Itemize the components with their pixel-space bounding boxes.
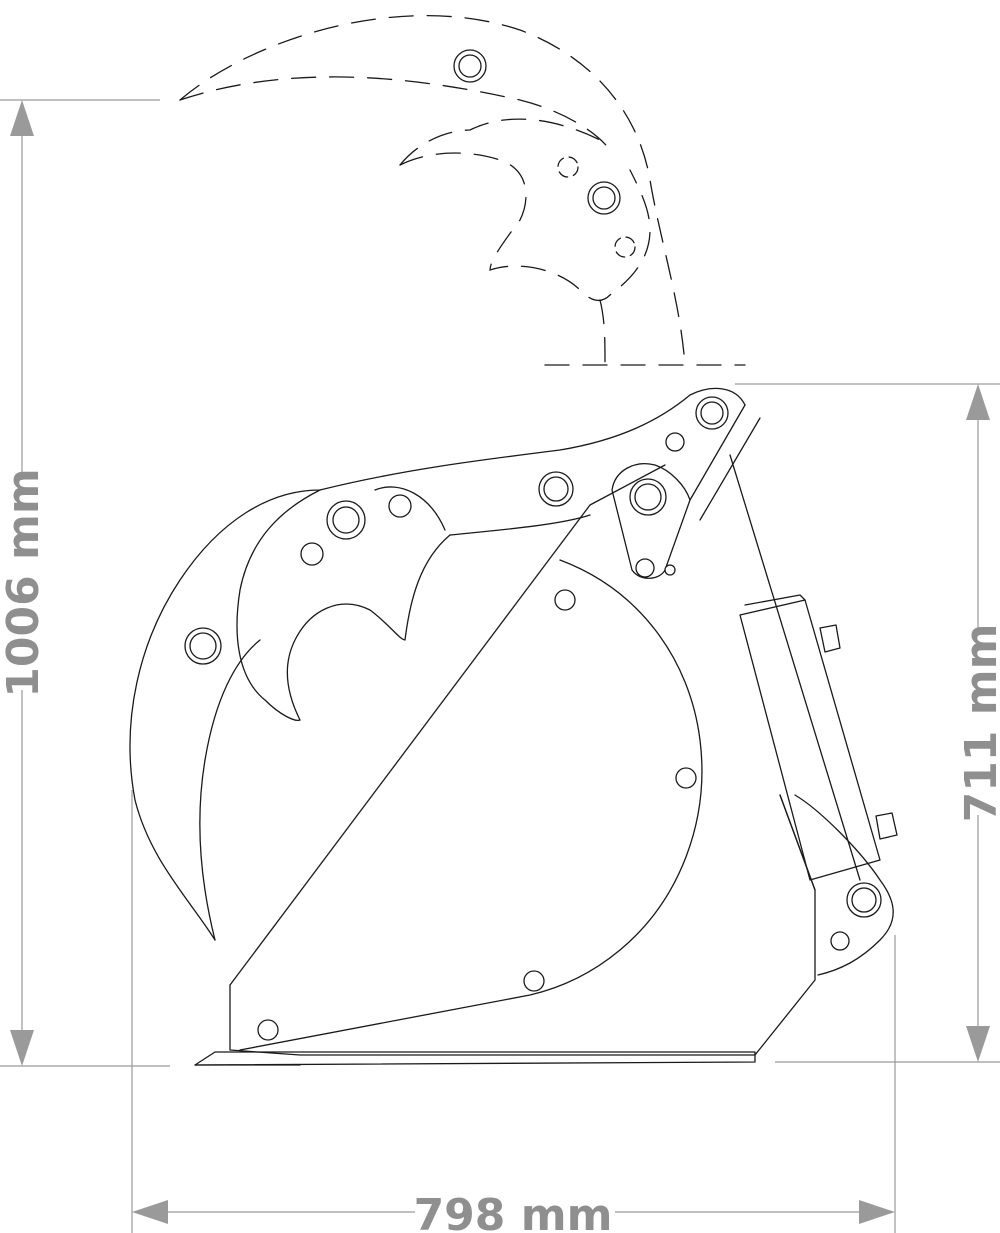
grapple-arm-closed bbox=[129, 387, 746, 941]
side-plate-bolt bbox=[257, 1019, 279, 1041]
lever-lower-pin bbox=[635, 558, 655, 578]
depth-label: 798 mm bbox=[414, 1190, 613, 1233]
cylinder-base-small-pin bbox=[830, 931, 850, 951]
bucket-body bbox=[194, 464, 894, 1066]
side-plate-bolt bbox=[523, 970, 545, 992]
side-plate-bolt bbox=[675, 767, 697, 789]
total-height-label: 1006 mm bbox=[0, 468, 49, 697]
dimension-depth: 798 mm bbox=[131, 790, 896, 1233]
pins bbox=[184, 396, 882, 951]
grapple-hole bbox=[388, 494, 412, 518]
hydraulic-cylinder bbox=[739, 599, 881, 881]
side-plate-bolt bbox=[554, 589, 576, 611]
bucket-height-label: 711 mm bbox=[956, 624, 1000, 823]
grapple-hole bbox=[300, 542, 324, 566]
linkage-pin-small bbox=[665, 432, 685, 452]
hydraulic-linkage bbox=[611, 404, 898, 881]
grapple-open-position-dashed bbox=[179, 14, 746, 366]
dimension-bucket-height: 711 mm bbox=[735, 383, 1000, 1063]
dimension-total-height: 1006 mm bbox=[0, 99, 170, 1067]
